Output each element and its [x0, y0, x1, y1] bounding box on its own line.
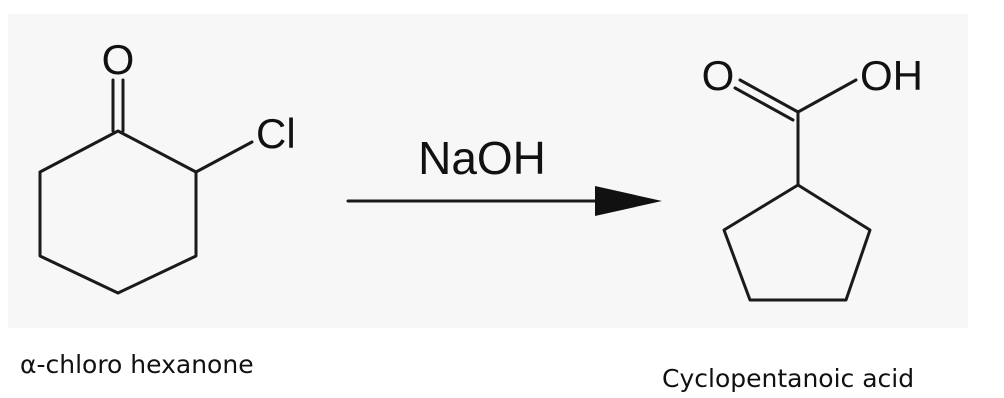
- reactant-name-caption: α-chloro hexanone: [20, 350, 254, 379]
- product-structure: O OH: [702, 52, 923, 302]
- carbon-chlorine-bond: [194, 140, 254, 174]
- reactant-chlorine-atom: Cl: [256, 110, 296, 157]
- reaction-arrow: NaOH: [346, 132, 662, 216]
- reagent-label: NaOH: [418, 132, 546, 184]
- carbonyl-bond-line-1: [738, 78, 800, 114]
- product-oxygen-atom: O: [702, 52, 735, 99]
- product-hydroxyl-group: OH: [860, 52, 923, 99]
- reactant-oxygen-atom: O: [102, 36, 135, 83]
- product-name-caption: Cyclopentanoic acid: [662, 364, 915, 393]
- scheme-panel: [8, 14, 968, 328]
- arrow-head: [595, 186, 662, 216]
- cyclopentane-ring: [722, 183, 872, 302]
- carbonyl-bond-line-2: [733, 86, 795, 122]
- reactant-structure: O Cl: [38, 36, 296, 295]
- carbon-hydroxyl-bond: [796, 78, 858, 114]
